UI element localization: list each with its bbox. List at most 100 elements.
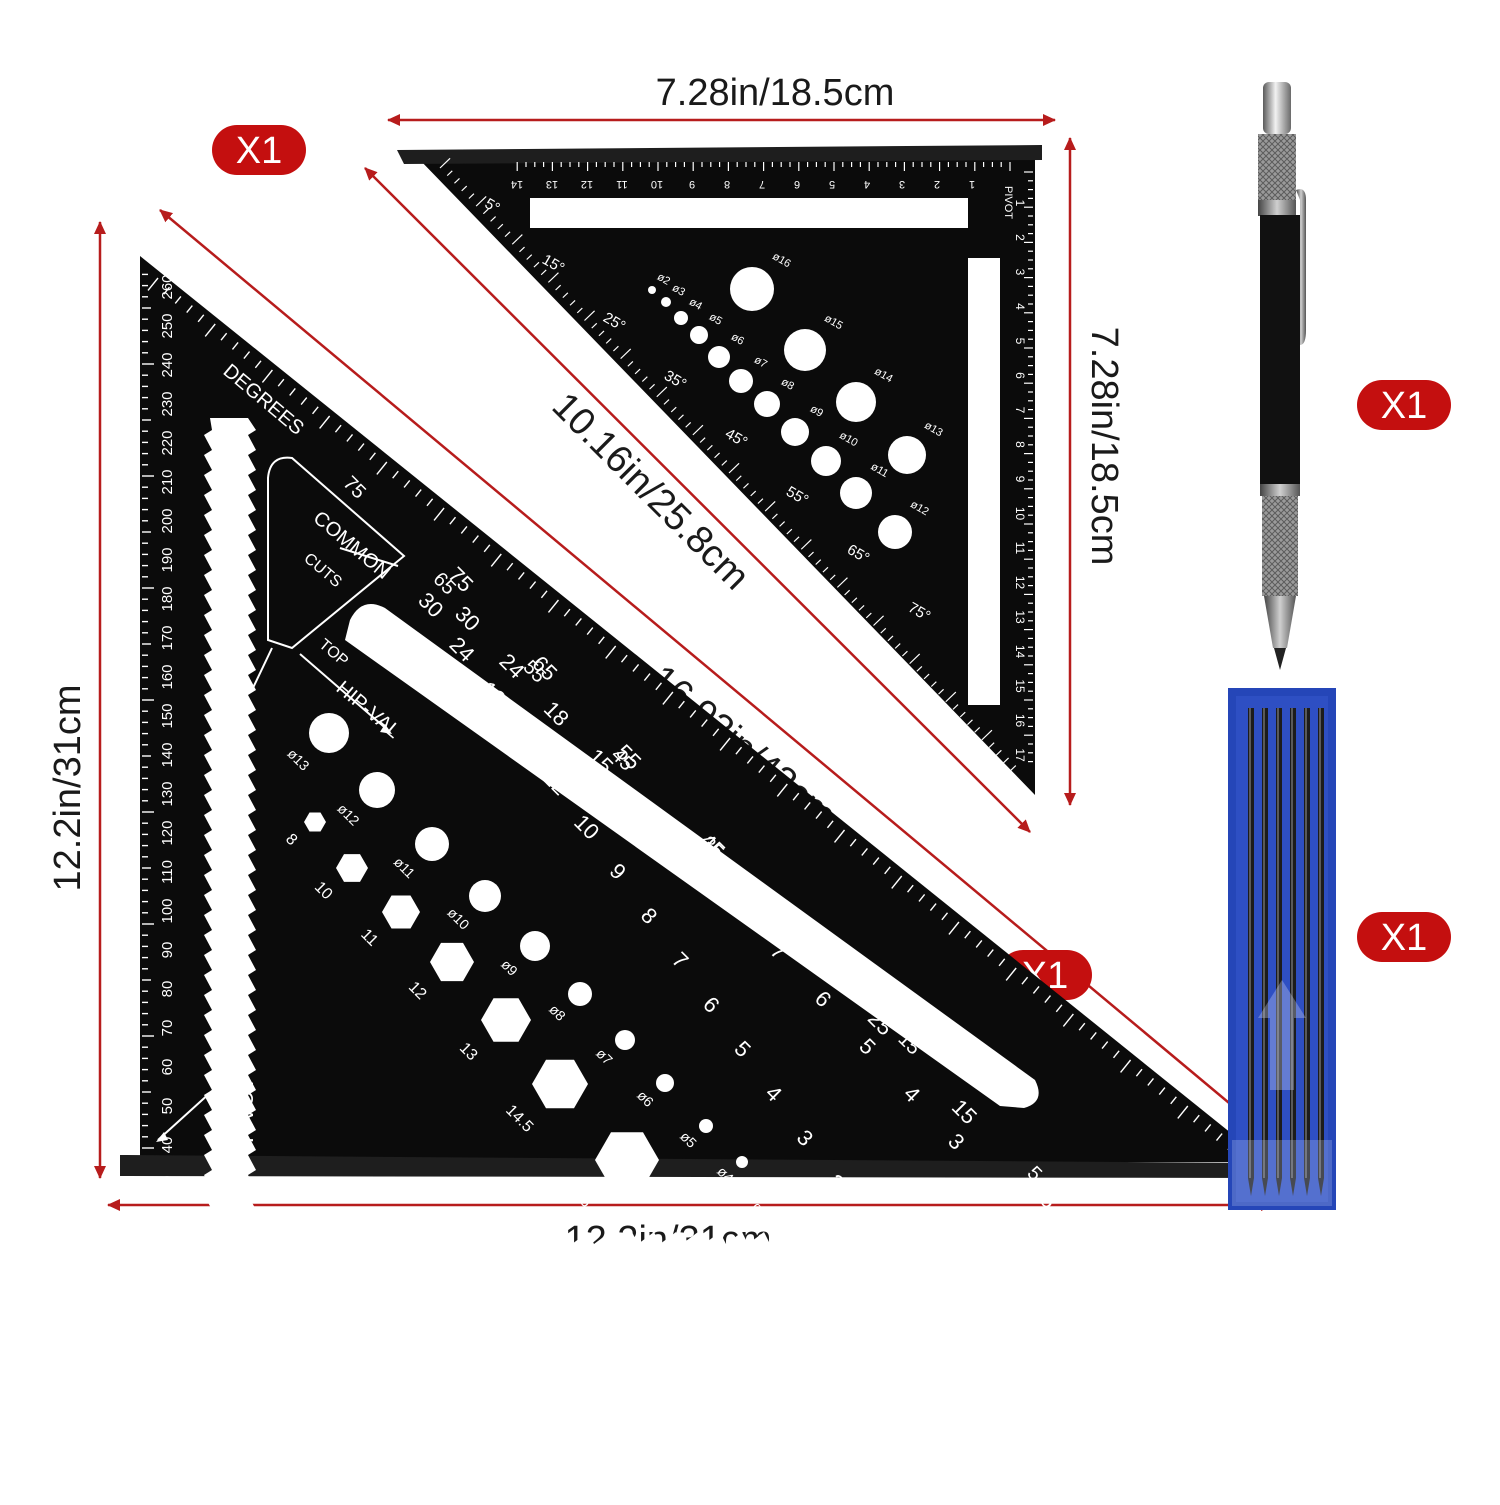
large-bottom-label: 160	[727, 1333, 755, 1352]
large-degree-label: 260	[159, 274, 176, 299]
large-round-hole-label: ø3	[749, 1198, 772, 1221]
small-hole	[836, 382, 876, 422]
small-square-ticks	[439, 157, 1033, 771]
small-top-ruler-label: 2	[934, 178, 940, 190]
small-hole	[840, 477, 872, 509]
small-right-ruler-label: 5	[1013, 338, 1027, 345]
small-top-ruler-label: 6	[794, 178, 800, 190]
large-bottom-label: 60	[347, 1333, 366, 1352]
large-hex-hole	[595, 1132, 659, 1188]
small-hole	[661, 297, 671, 307]
small-hole	[754, 391, 780, 417]
large-bottom-label: 70	[386, 1333, 405, 1352]
small-square-lip	[397, 145, 1042, 164]
large-hex-hole-label: 16	[570, 1187, 595, 1212]
large-square-holes: ø13ø12ø11ø10ø9ø8ø7ø6ø5ø4ø381011121314.51…	[282, 472, 1046, 1221]
large-bottom-label: 150	[689, 1333, 717, 1352]
small-right-ruler-label: 6	[1013, 372, 1027, 379]
large-square-lip	[120, 1155, 1270, 1178]
large-degree-label: 250	[159, 313, 176, 338]
small-square-body	[418, 158, 1035, 795]
large-bottom-label: 80	[424, 1333, 443, 1352]
dim-small-right: 7.28in/18.5cm	[1083, 327, 1125, 566]
small-hole-label: ø7	[752, 354, 769, 371]
large-degree-label: 230	[159, 391, 176, 416]
large-bottom-label: 100	[496, 1333, 524, 1352]
large-degree-label: 190	[159, 547, 176, 572]
large-degree-label: 50	[159, 1098, 176, 1115]
lead-refills	[1248, 708, 1324, 1196]
small-top-ruler-label: 5	[829, 178, 835, 190]
small-right-ruler-label: 10	[1013, 507, 1027, 521]
dim-small-top: 7.28in/18.5cm	[656, 72, 895, 114]
large-round-hole	[615, 1030, 635, 1050]
small-hole	[811, 446, 841, 476]
small-hole-label: ø4	[687, 296, 704, 313]
small-top-ruler-label: 13	[546, 178, 558, 190]
large-bottom-label: 120	[573, 1333, 601, 1352]
large-round-hole	[699, 1119, 713, 1133]
large-degree-label: 30	[159, 1176, 176, 1193]
large-hyp-mid-label: 2	[988, 1176, 1014, 1202]
large-degree-label: 170	[159, 625, 176, 650]
large-hex-hole	[304, 812, 326, 832]
large-degree-label: 130	[159, 781, 176, 806]
large-degree-label: 20	[159, 1215, 176, 1232]
large-degree-label: 70	[159, 1020, 176, 1037]
small-right-ruler-label: 8	[1013, 441, 1027, 448]
small-hole-label: ø5	[707, 311, 724, 328]
large-round-hole	[736, 1156, 748, 1168]
small-hole	[648, 286, 656, 294]
large-round-hole	[469, 880, 501, 912]
large-square-slots	[204, 418, 1039, 1290]
small-top-ruler-label: 14	[511, 178, 523, 190]
large-hyp-inner-label: 1	[854, 1214, 880, 1240]
small-right-ruler-label: 17	[1013, 748, 1027, 762]
small-top-ruler-label: 3	[899, 178, 905, 190]
badge-small-square: X1	[212, 125, 306, 175]
small-top-ruler-label: 9	[689, 178, 695, 190]
large-pivot-label: PIVOT	[233, 1077, 258, 1143]
small-hole	[888, 436, 926, 474]
large-bottom-label: 130	[612, 1333, 640, 1352]
small-top-ruler-label: 8	[724, 178, 730, 190]
small-right-ruler-label: 12	[1013, 576, 1027, 590]
arrow-large-hyp	[159, 209, 1284, 1149]
small-hole	[878, 515, 912, 549]
svg-text:X1: X1	[1381, 917, 1427, 959]
dim-large-left: 12.2in/31cm	[47, 684, 89, 891]
small-hole	[708, 346, 730, 368]
large-hyp-outer-label: 5	[1035, 1187, 1061, 1213]
small-top-ruler-label: 7	[759, 178, 765, 190]
small-hole-label: ø9	[808, 403, 825, 420]
small-hole	[690, 326, 708, 344]
large-round-hole	[520, 931, 550, 961]
mechanical-pencil	[1258, 82, 1306, 670]
small-right-ruler-label: 9	[1013, 476, 1027, 483]
large-degree-label: 90	[159, 942, 176, 959]
small-hole-label: ø2	[655, 271, 672, 288]
svg-text:X1: X1	[1381, 385, 1427, 427]
large-hex-hole	[481, 998, 531, 1042]
small-right-ruler-label: 7	[1013, 407, 1027, 414]
large-round-hole	[359, 772, 395, 808]
large-degree-label: 140	[159, 742, 176, 767]
large-degree-label: 270	[159, 235, 176, 260]
large-degree-label: 100	[159, 898, 176, 923]
badge-pencil: X1	[1357, 380, 1451, 430]
large-round-hole	[568, 982, 592, 1006]
large-hex-hole	[430, 942, 474, 982]
small-hole-label: ø8	[779, 376, 796, 393]
large-degree-label: 180	[159, 586, 176, 611]
large-degree-label: 240	[159, 352, 176, 377]
small-square-slots	[530, 198, 1000, 705]
large-diagonal-slot	[345, 604, 1039, 1108]
small-right-ruler-label: 2	[1013, 234, 1027, 241]
small-right-ruler-label: 3	[1013, 269, 1027, 276]
small-right-ruler-label: 15	[1013, 679, 1027, 693]
small-hole	[729, 369, 753, 393]
small-top-ruler-label: 4	[864, 178, 870, 190]
large-degree-label: 60	[159, 1059, 176, 1076]
